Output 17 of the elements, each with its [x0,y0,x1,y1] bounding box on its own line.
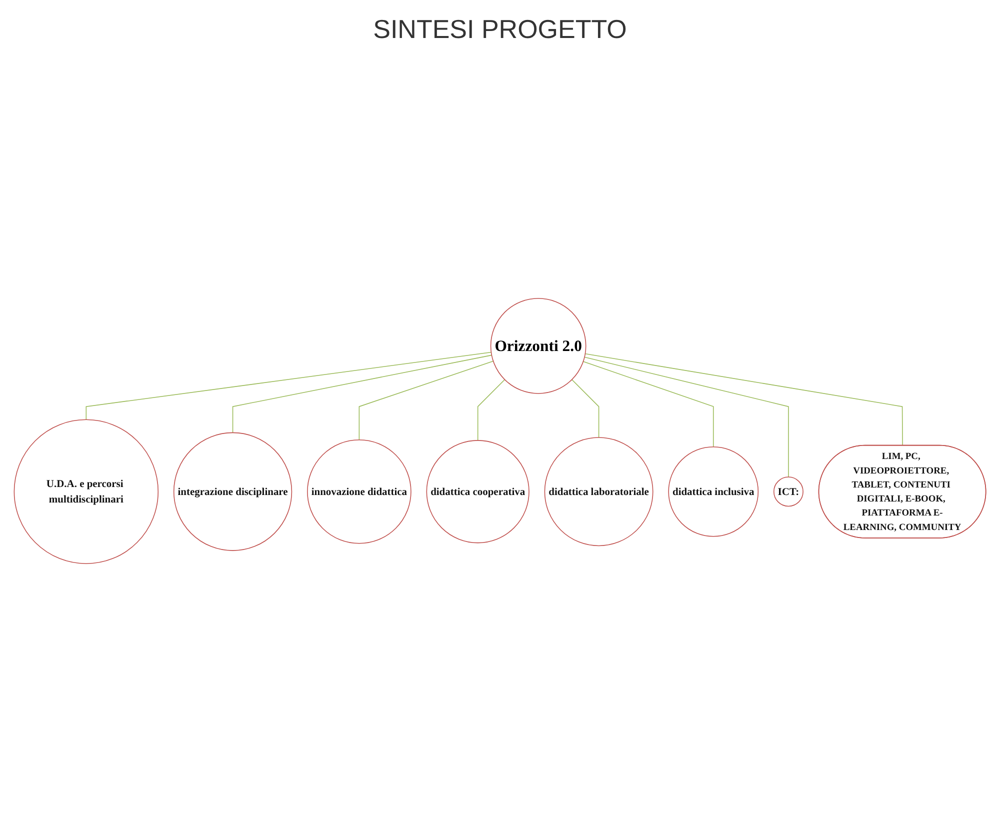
connector [582,361,714,448]
connector [477,379,506,441]
node-circle: integrazione disciplinare [173,432,292,551]
node-circle: U.D.A. e percorsi multidisciplinari [14,419,159,564]
node-circle: innovazione didattica [307,439,412,544]
connector [86,352,492,420]
node-circle: didattica cooperativa [426,440,530,544]
diagram-title: SINTESI PROGETTO [372,14,628,45]
node-circle: Orizzonti 2.0 [490,298,586,394]
connector [584,356,789,478]
connector [572,379,600,438]
connector [584,353,903,446]
node-circle: ICT: [773,476,804,507]
node-circle: didattica inclusiva [668,446,759,537]
connector [358,360,494,440]
connector [232,354,492,434]
node-circle: didattica laboratoriale [544,437,654,546]
